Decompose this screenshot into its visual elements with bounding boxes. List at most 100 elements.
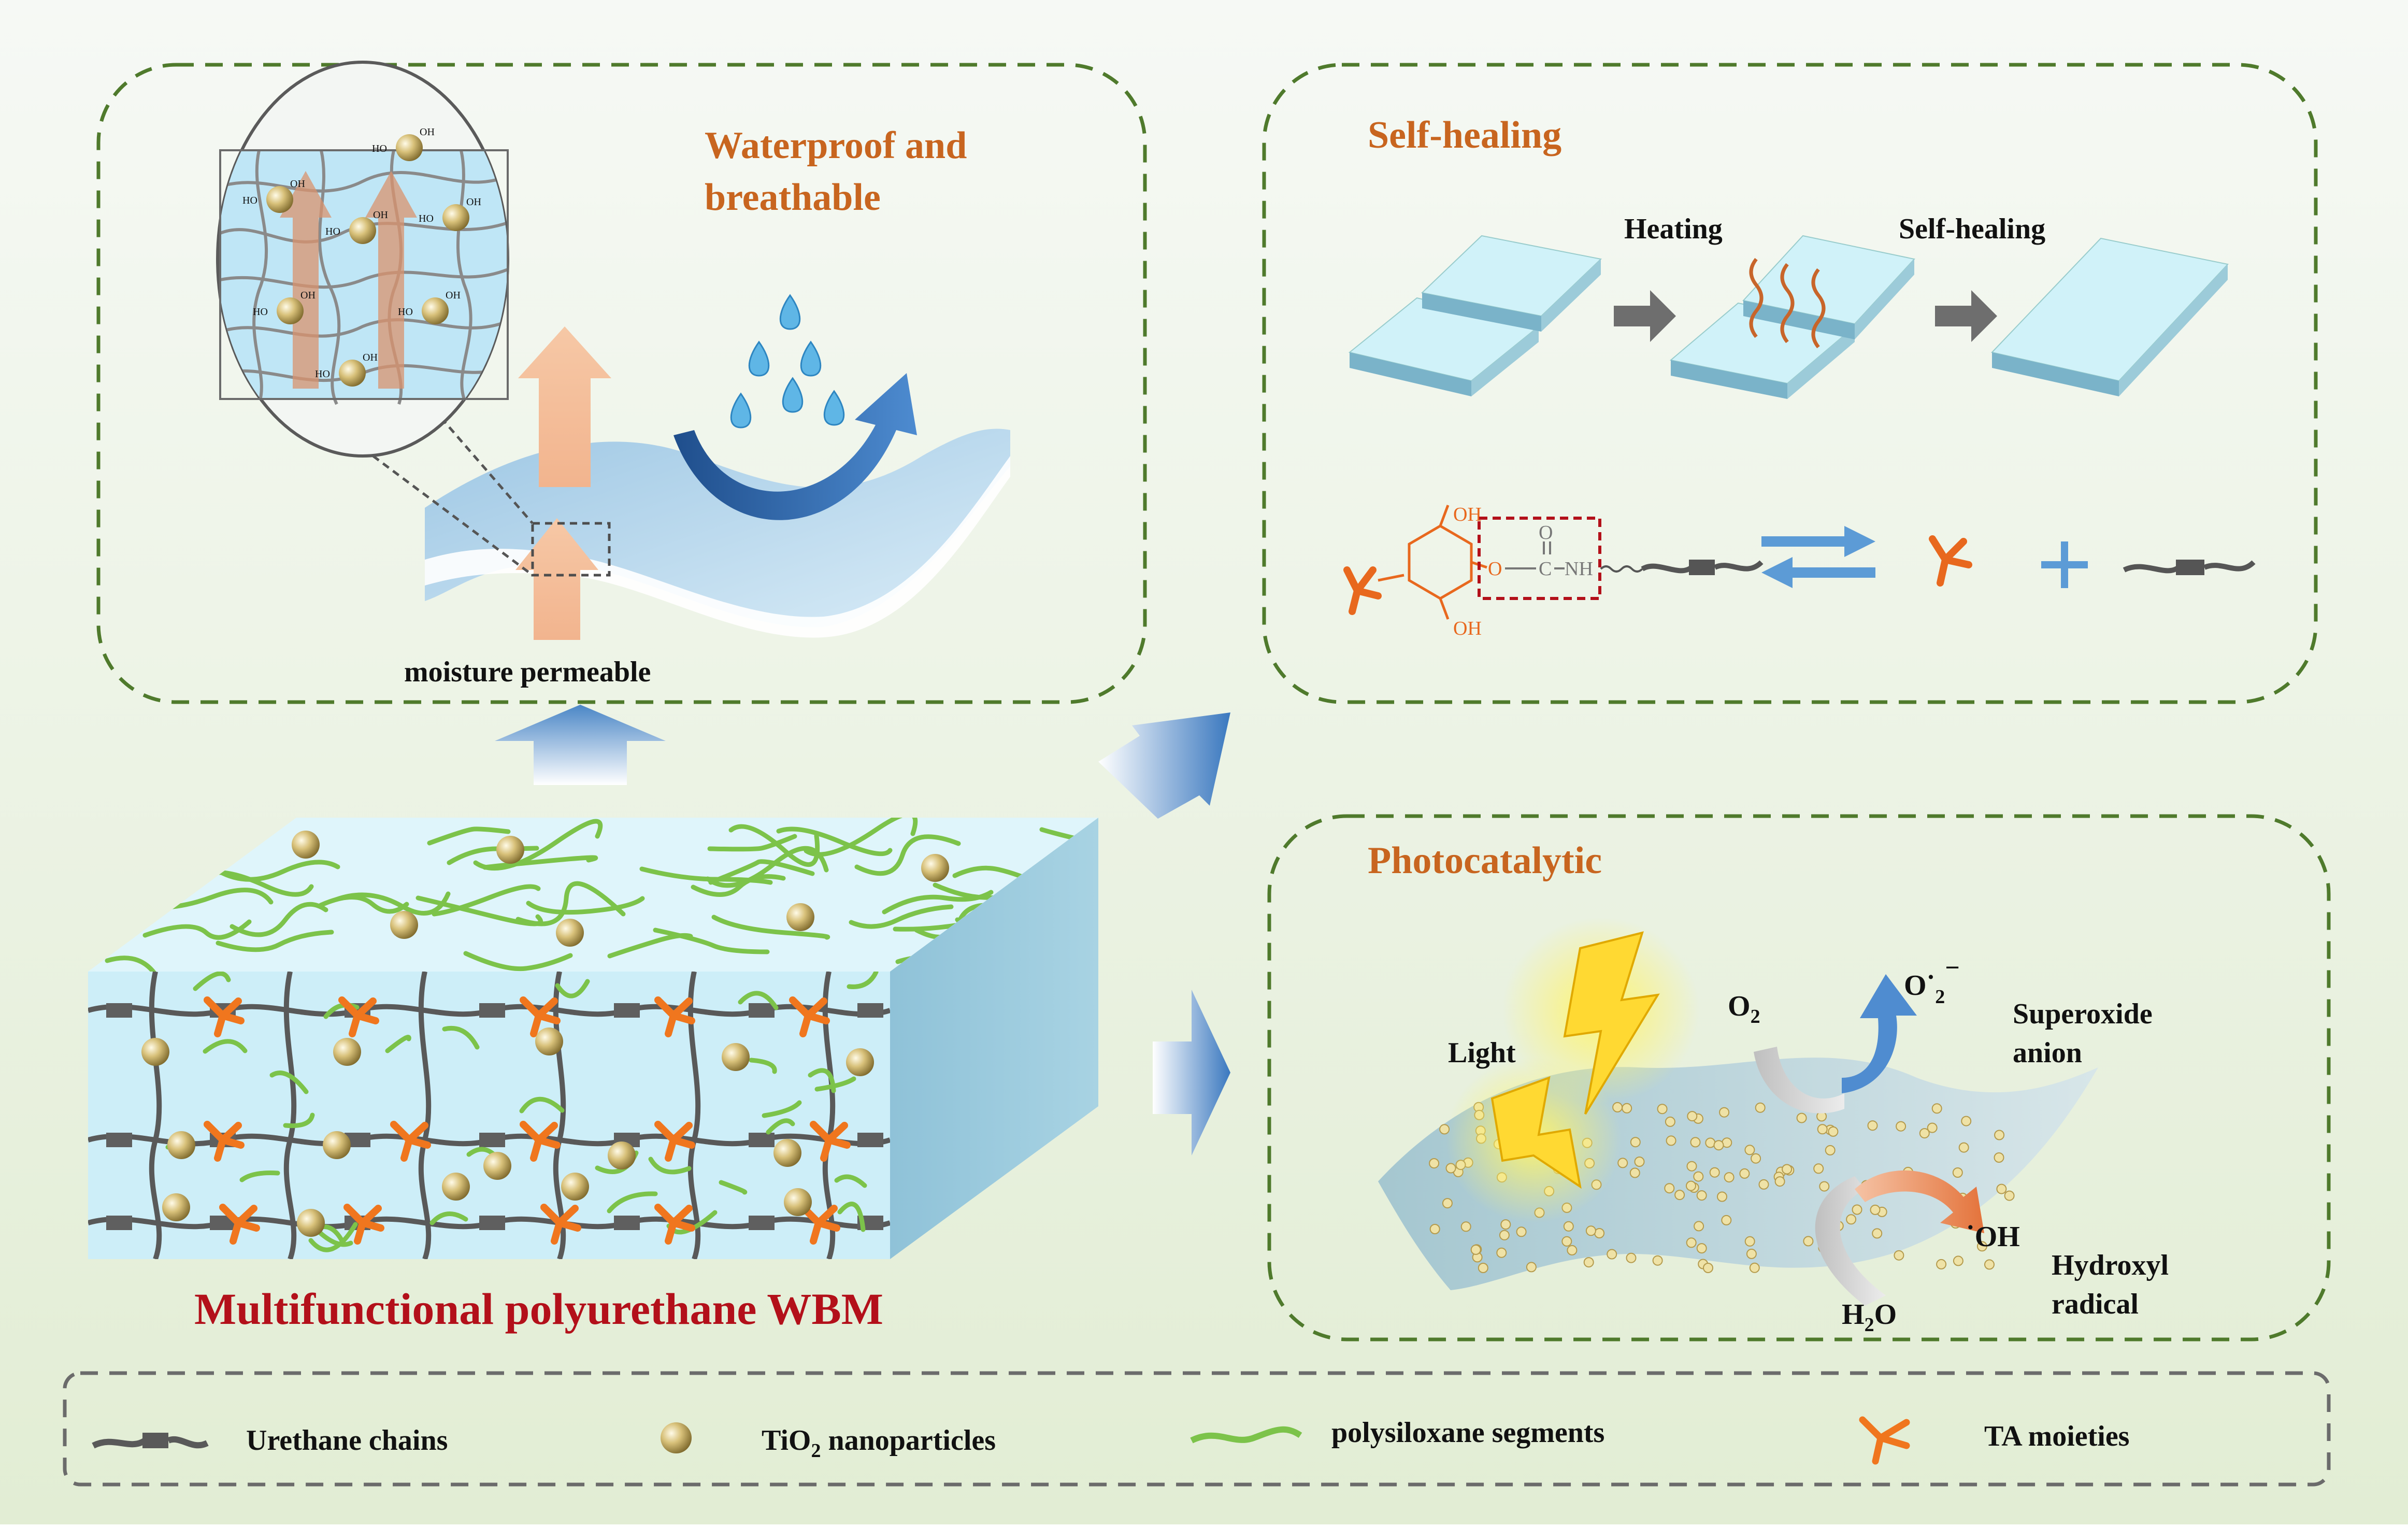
polysiloxane-strand <box>639 866 773 885</box>
o2-label: O2 <box>1728 990 1760 1027</box>
polysiloxane-strand <box>719 1180 748 1195</box>
moisture-arrow-upper <box>518 326 611 487</box>
ho-group-label: HO <box>242 195 257 206</box>
legend-tio2-label: TiO2 nanoparticles <box>762 1424 996 1462</box>
sheet-particle <box>1872 1228 1883 1239</box>
urethane-node <box>479 1133 505 1147</box>
polysiloxane-strand <box>653 927 770 954</box>
urethane-node <box>614 1003 640 1018</box>
moisture-arrow-lower <box>515 518 598 640</box>
sheet-particle <box>1936 1259 1947 1269</box>
ta-moiety <box>204 996 245 1037</box>
ho-group-label: HO <box>398 306 413 318</box>
sheet-particle <box>1626 1252 1637 1263</box>
sheet-particle <box>1870 1204 1881 1215</box>
sheet-particle <box>1746 1248 1757 1259</box>
zoom-line-lower <box>372 454 534 577</box>
sheet-particle <box>1931 1103 1942 1114</box>
polysiloxane-strand <box>429 1211 468 1225</box>
polysiloxane-strand <box>142 919 252 940</box>
healed-film <box>1991 237 2229 396</box>
superoxide-label-2: anion <box>2013 1037 2082 1069</box>
polysiloxane-strand <box>854 834 961 876</box>
legend-polysiloxane-label: polysiloxane segments <box>1331 1417 1604 1449</box>
urethane-node <box>614 1216 640 1230</box>
legend-tio2-icon <box>661 1422 692 1453</box>
polysiloxane-strand <box>269 1071 309 1094</box>
polysiloxane-strand <box>239 1171 280 1182</box>
sheet-particle <box>1478 1263 1488 1273</box>
tio2-particle <box>784 1188 812 1216</box>
sheet-particle <box>1994 1130 2005 1140</box>
polysiloxane-strand <box>473 819 603 871</box>
polysiloxane-strand <box>216 930 334 952</box>
self-healing-panel-border <box>1262 63 2318 704</box>
urethane-chain-product <box>2123 560 2256 575</box>
oh-group-label: OH <box>446 290 461 301</box>
sheet-particle <box>1686 1237 1697 1248</box>
ta-moiety <box>810 1121 851 1162</box>
water-drop <box>823 390 845 426</box>
tio2-particle <box>396 134 423 161</box>
polysiloxane-strand <box>385 1035 411 1053</box>
sheet-particle <box>1828 1126 1839 1137</box>
chem-oh-top: OH <box>1453 504 1482 525</box>
polysiloxane-strand <box>707 834 797 852</box>
sheet-particle <box>1755 1102 1766 1113</box>
sheet-particle <box>1724 1172 1735 1183</box>
sheet-particle <box>1817 1124 1828 1135</box>
oh-group-label: OH <box>373 209 388 221</box>
equilibrium-arrows <box>1761 526 1875 588</box>
legend-border <box>63 1371 2331 1487</box>
polysiloxane-strand <box>708 859 815 885</box>
sheet-particle <box>1739 1168 1750 1179</box>
self-healing-panel: Self-healing Heating Self <box>1262 63 2318 704</box>
arrow-to-photocatalytic-panel <box>1153 990 1230 1155</box>
sheet-particle <box>1994 1152 2004 1163</box>
moisture-permeable-label: moisture permeable <box>404 656 651 688</box>
sheet-particle <box>1690 1137 1701 1148</box>
ta-moiety <box>520 1121 561 1162</box>
hydroxyl-output-arrow <box>1855 1170 1984 1233</box>
polysiloxane-strand <box>1039 827 1098 857</box>
water-drop <box>748 340 770 377</box>
tio2-particle <box>773 1139 801 1167</box>
sheet-particle <box>1813 1163 1824 1174</box>
sheet-particle <box>1719 1107 1730 1118</box>
superoxide-label-1: Superoxide <box>2013 998 2153 1030</box>
ta-moiety <box>789 996 830 1037</box>
sheet-particle <box>1996 1183 2007 1194</box>
block-side-face <box>890 818 1098 1259</box>
polysiloxane-strand <box>432 884 541 917</box>
ta-moiety <box>204 1121 245 1162</box>
urethane-node <box>106 1216 132 1230</box>
urethane-crosslink <box>149 972 162 1259</box>
polysiloxane-strand <box>463 951 573 972</box>
polysiloxane-strand <box>555 979 590 998</box>
urethane-node <box>857 1003 883 1018</box>
urethane-node <box>106 1133 132 1147</box>
chem-nh: NH <box>1565 558 1593 580</box>
sheet-particle <box>1984 1259 1995 1270</box>
oh-group-label: OH <box>290 178 305 190</box>
polysiloxane-strand <box>216 860 340 882</box>
urethane-bond-box <box>1478 517 1601 600</box>
sheet-particle <box>1696 1243 1707 1254</box>
urethane-crosslink <box>283 972 297 1259</box>
zoom-region-box <box>531 522 611 577</box>
sheet-particle <box>1919 1128 1930 1139</box>
sheet-particle <box>1526 1262 1537 1273</box>
legend-urethane-label: Urethane chains <box>246 1424 448 1457</box>
tio2-particle <box>323 1131 351 1159</box>
self-healing-step-label: Self-healing <box>1899 213 2045 245</box>
sheet-particle <box>1976 1241 1987 1252</box>
polysiloxane-strand <box>837 1202 866 1232</box>
block-top-face <box>88 818 1098 972</box>
ta-moiety <box>390 1121 431 1162</box>
legend-ta-icon <box>1859 1416 1910 1465</box>
sheet-particle <box>1782 1164 1793 1175</box>
polysiloxane-strand <box>105 955 199 972</box>
legend-polysiloxane-icon <box>1190 1426 1302 1444</box>
oh-group-label: OH <box>300 290 316 301</box>
sheet-particle <box>1607 1249 1617 1260</box>
